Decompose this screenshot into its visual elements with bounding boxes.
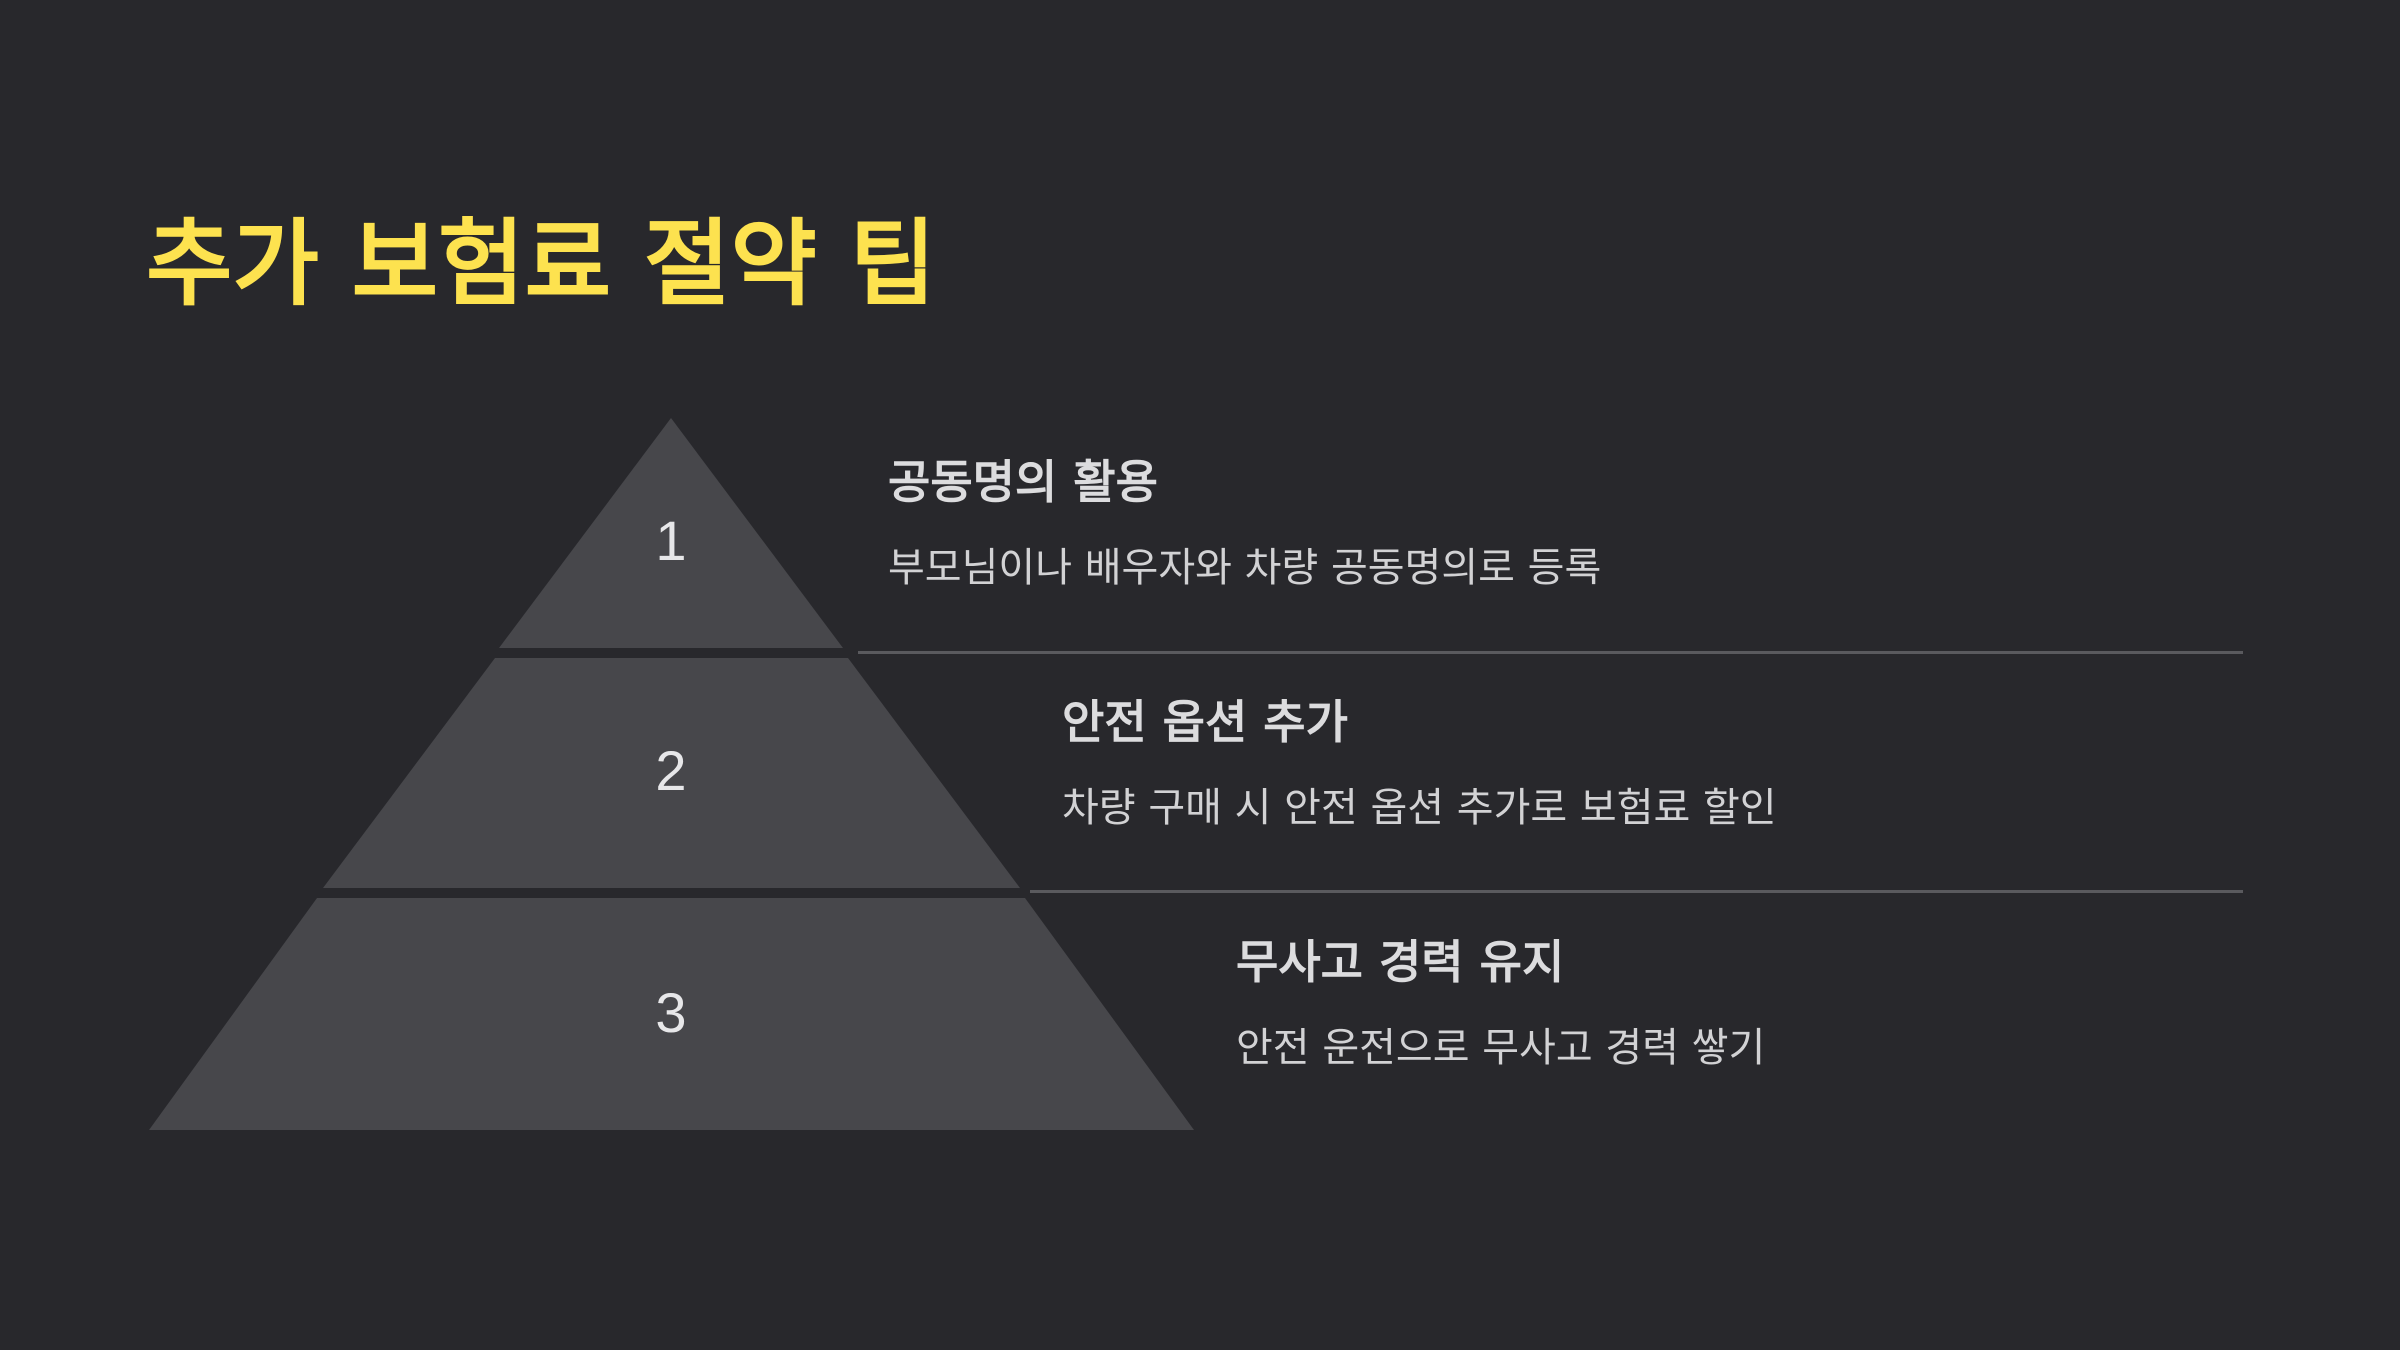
pyramid-level-1 (499, 418, 843, 648)
level-number-1: 1 (655, 509, 686, 572)
pyramid-level-2 (323, 658, 1020, 888)
tip-1-title: 공동명의 활용 (888, 455, 1158, 509)
tip-3: 무사고 경력 유지 안전 운전으로 무사고 경력 쌓기 (1236, 932, 1765, 1076)
tip-2: 안전 옵션 추가 차량 구매 시 안전 옵션 추가로 보험료 할인 (1062, 692, 1777, 836)
tip-3-title: 무사고 경력 유지 (1236, 935, 1565, 989)
divider-1 (858, 651, 2243, 654)
pyramid-level-3 (149, 898, 1194, 1130)
tip-2-title: 안전 옵션 추가 (1062, 695, 1348, 749)
tip-3-description: 안전 운전으로 무사고 경력 쌓기 (1236, 1025, 1766, 1071)
tip-1-description: 부모님이나 배우자와 차량 공동명의로 등록 (888, 545, 1602, 591)
level-number-3: 3 (655, 981, 686, 1044)
tip-1: 공동명의 활용 부모님이나 배우자와 차량 공동명의로 등록 (888, 452, 1601, 596)
level-number-2: 2 (655, 739, 686, 802)
page-title: 추가 보험료 절약 팁 (146, 210, 937, 319)
divider-2 (1030, 890, 2243, 893)
tip-2-description: 차량 구매 시 안전 옵션 추가로 보험료 할인 (1062, 785, 1777, 831)
